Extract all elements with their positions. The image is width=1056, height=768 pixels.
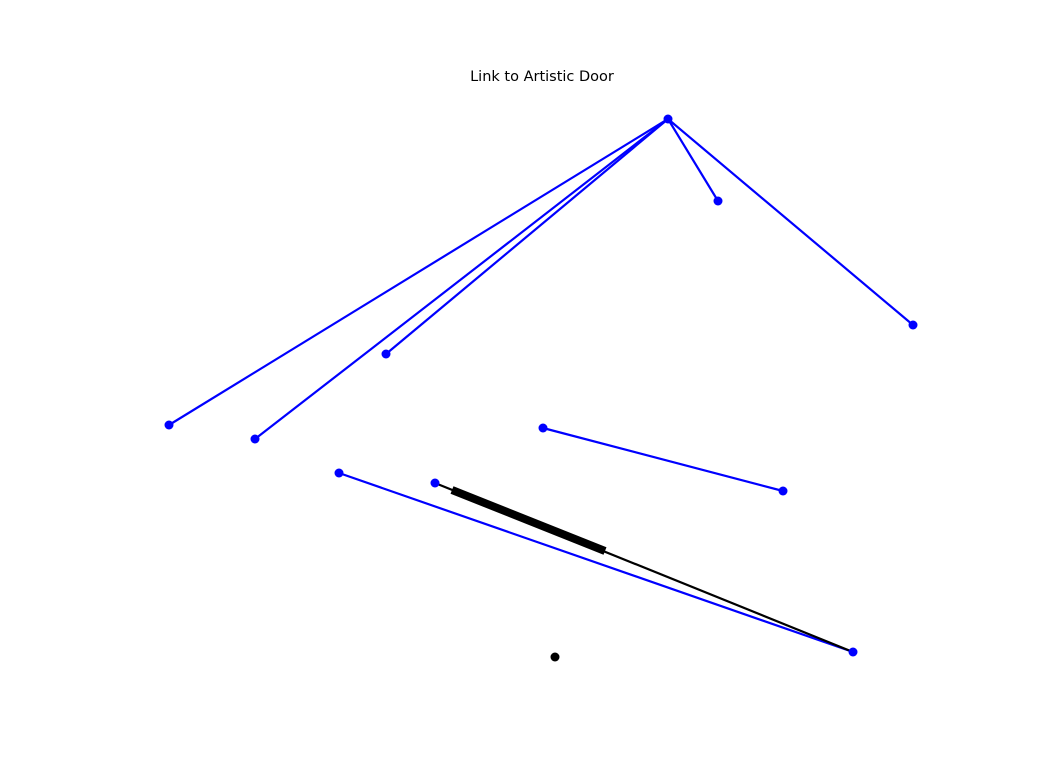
- node: [908, 320, 918, 330]
- link-line: [385, 118, 669, 355]
- door-node: [550, 652, 560, 662]
- door-segment: [450, 486, 607, 555]
- node: [538, 423, 548, 433]
- link-line: [338, 471, 854, 654]
- node: [334, 468, 344, 478]
- node: [250, 434, 260, 444]
- link-line: [542, 426, 784, 493]
- link-line: [667, 118, 719, 202]
- node: [164, 420, 174, 430]
- link-lines: [168, 118, 914, 654]
- node: [778, 486, 788, 496]
- node-hub: [663, 114, 673, 124]
- link-nodes: [164, 114, 918, 662]
- node: [713, 196, 723, 206]
- link-line: [168, 118, 669, 426]
- node: [848, 647, 858, 657]
- link-line: [667, 118, 914, 326]
- door-path: [434, 481, 854, 654]
- link-line: [254, 118, 669, 440]
- node: [430, 478, 440, 488]
- diagram-title: Link to Artistic Door: [470, 69, 614, 85]
- node: [381, 349, 391, 359]
